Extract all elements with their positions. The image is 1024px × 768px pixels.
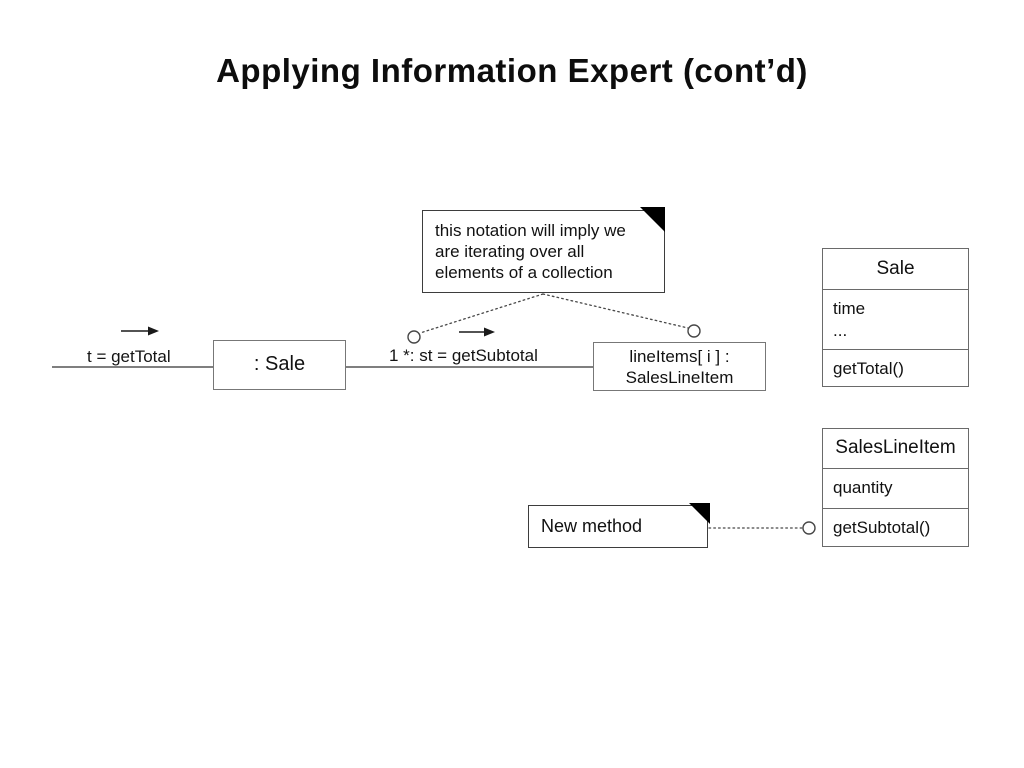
slide-title: Applying Information Expert (cont’d) <box>216 52 808 89</box>
message-label-getsubtotal: 1 *: st = getSubtotal <box>389 346 538 365</box>
class-methods-saleslineitem: getSubtotal() <box>823 508 968 548</box>
class-name-sale: Sale <box>876 258 915 279</box>
note-collection-iteration: this notation will imply we are iteratin… <box>422 207 665 293</box>
class-methods-sale: getTotal() <box>823 349 968 388</box>
anchor-circle-icon-left <box>407 330 421 344</box>
class-name-saleslineitem: SalesLineItem <box>835 437 956 458</box>
object-label-line2: SalesLineItem <box>625 368 734 387</box>
note-text-line: elements of a collection <box>435 263 613 282</box>
anchor-circle-icon-getsubtotal <box>802 521 816 535</box>
note-fold-icon <box>640 207 665 232</box>
note-fold-icon <box>689 503 710 524</box>
note-connector-dotted-left <box>419 293 544 334</box>
method-gettotal: getTotal() <box>833 359 904 378</box>
attribute-ellipsis: ... <box>833 321 848 340</box>
object-label-line1: lineItems[ i ] : <box>629 347 730 366</box>
attribute-time: time <box>833 299 866 318</box>
object-box-lineitems: lineItems[ i ] : SalesLineItem <box>593 342 766 391</box>
method-getsubtotal: getSubtotal() <box>833 518 931 537</box>
attribute-quantity: quantity <box>833 478 893 497</box>
note-text-line: are iterating over all <box>435 242 585 261</box>
object-box-sale: : Sale <box>213 340 346 390</box>
anchor-circle-icon-right <box>687 324 701 338</box>
note-connector-dotted-right <box>542 293 689 329</box>
class-box-sale: Sale time ... getTotal() <box>822 248 969 387</box>
class-attributes-saleslineitem: quantity <box>823 468 968 508</box>
note-text: New method <box>541 516 643 536</box>
note-new-method: New method <box>528 503 710 548</box>
note-text-line: this notation will imply we <box>435 221 626 240</box>
message-arrowhead-icon-getsubtotal <box>484 327 495 337</box>
class-box-saleslineitem: SalesLineItem quantity getSubtotal() <box>822 428 969 547</box>
message-arrowhead-icon-gettotal <box>148 326 159 336</box>
message-label-gettotal: t = getTotal <box>87 347 171 366</box>
class-attributes-sale: time ... <box>823 289 968 349</box>
